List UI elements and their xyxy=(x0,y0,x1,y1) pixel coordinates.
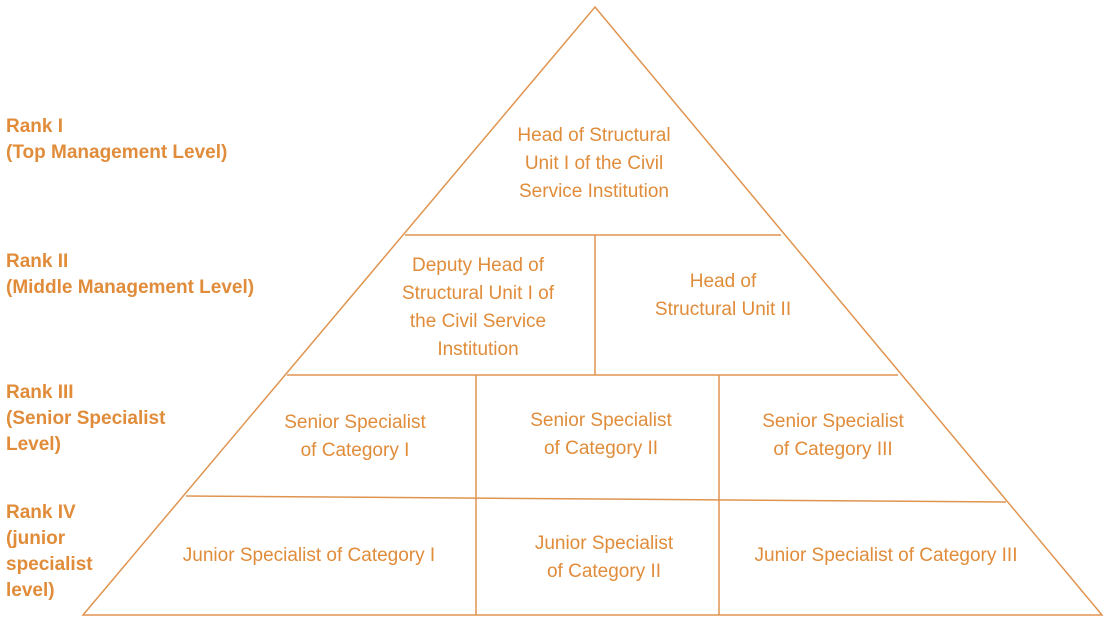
rank-4-label: Rank IV (junior specialist level) xyxy=(6,502,93,601)
rank-1-label: Rank I (Top Management Level) xyxy=(6,116,228,163)
cell-head-structural-unit-1: Head of Structural Unit I of the Civil S… xyxy=(517,125,671,202)
cell-junior-specialist-category-1: Junior Specialist of Category I xyxy=(182,545,436,566)
cell-junior-specialist-category-3: Junior Specialist of Category III xyxy=(754,545,1018,566)
cell-senior-specialist-category-1: Senior Specialist of Category I xyxy=(284,412,426,461)
cell-head-structural-unit-2: Head of Structural Unit II xyxy=(654,271,792,320)
cell-senior-specialist-category-3: Senior Specialist of Category III xyxy=(762,411,904,460)
cell-senior-specialist-category-2: Senior Specialist of Category II xyxy=(530,410,672,459)
pyramid-outline xyxy=(81,5,1104,616)
divider-rank3-rank4 xyxy=(185,495,1007,503)
rank-2-label: Rank II (Middle Management Level) xyxy=(6,251,255,298)
cell-junior-specialist-category-2: Junior Specialist of Category II xyxy=(534,533,674,582)
rank-3-label: Rank III (Senior Specialist Level) xyxy=(6,382,166,455)
cell-deputy-head-structural-unit-1: Deputy Head of Structural Unit I of the … xyxy=(401,255,555,360)
